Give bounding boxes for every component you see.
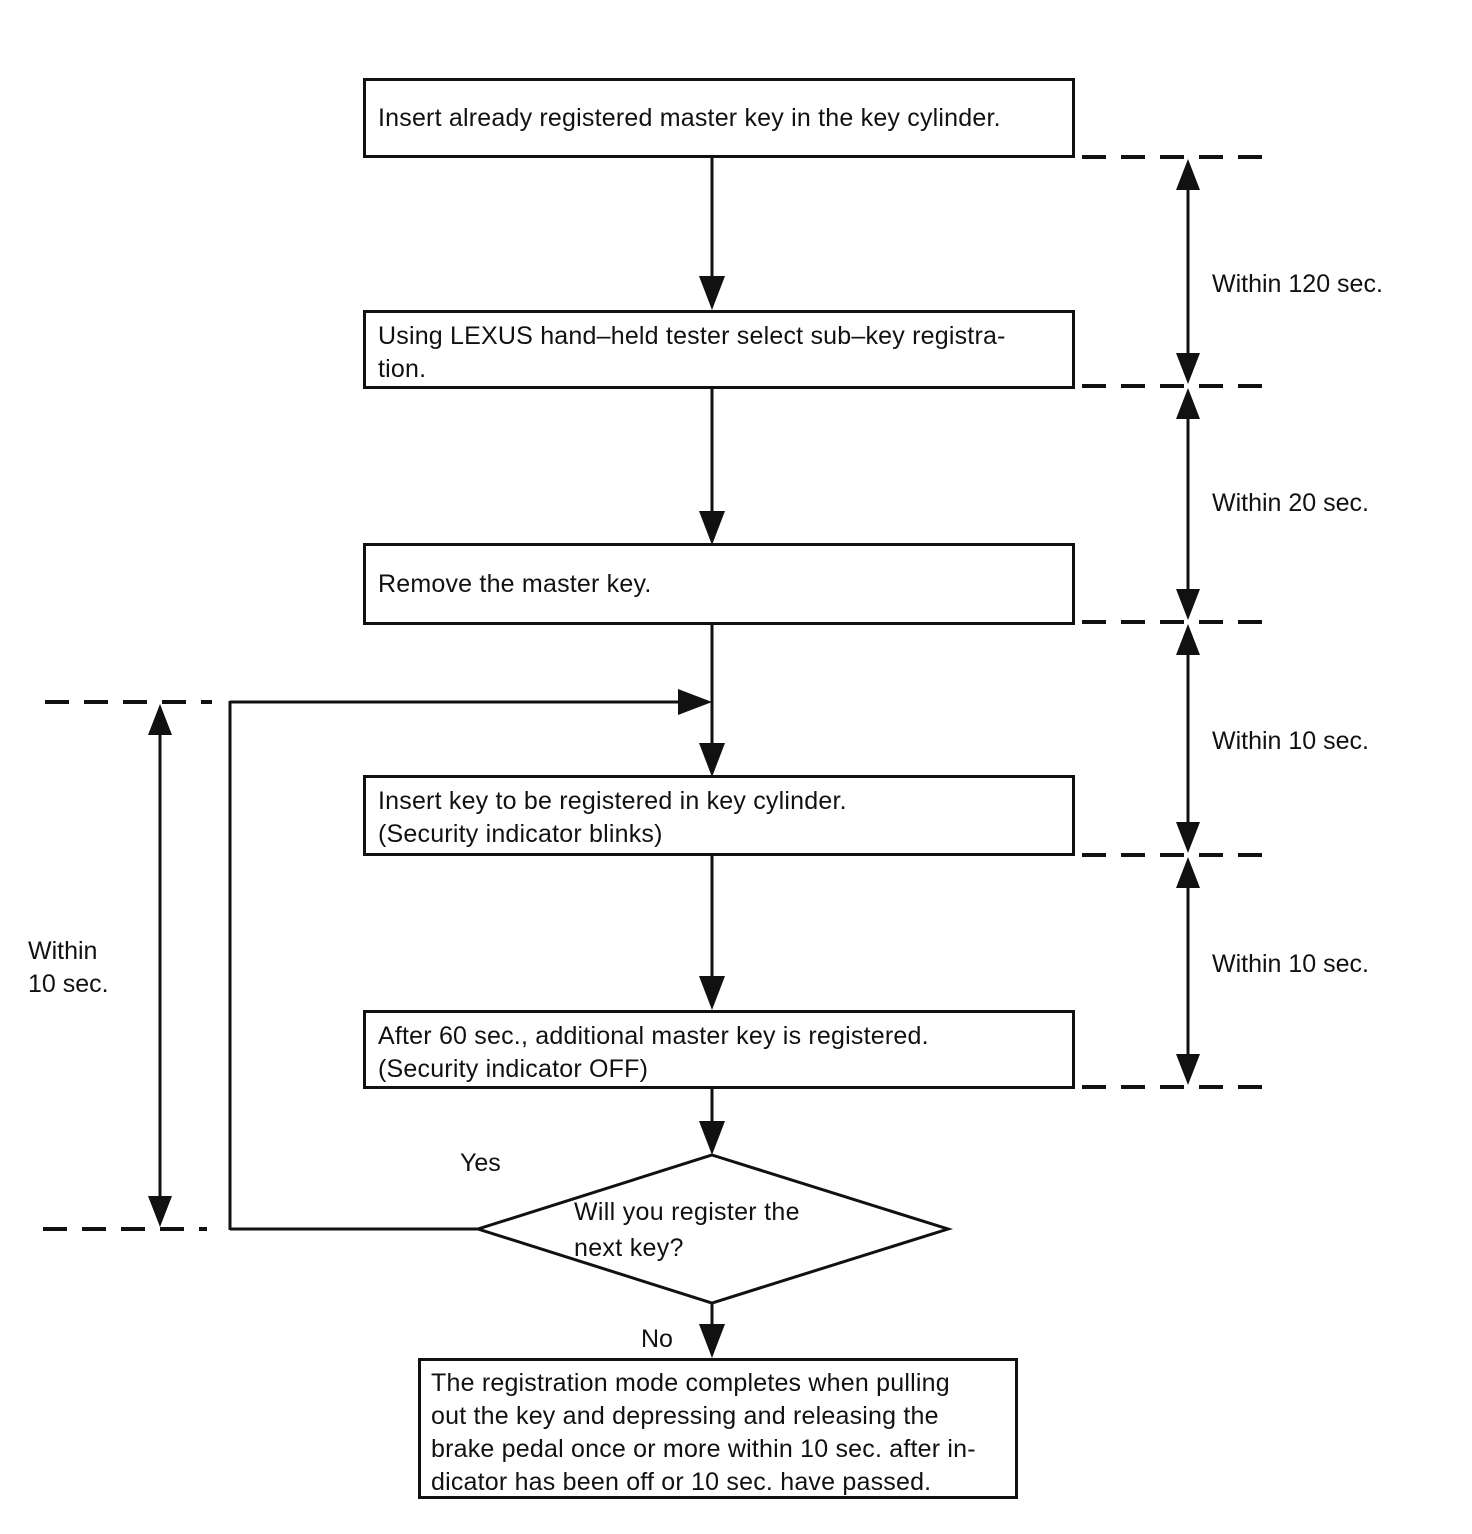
arrowhead-down-icon	[699, 1121, 725, 1155]
decision-diamond	[473, 1153, 954, 1305]
left-timing-rail	[43, 700, 212, 1231]
step-box-select-registration: Using LEXUS hand–held tester select sub–…	[363, 310, 1075, 389]
arrowhead-down-icon	[1176, 589, 1200, 620]
timing-label-10sec-a: Within 10 sec.	[1212, 727, 1370, 755]
arrowhead-down-icon	[1176, 822, 1200, 853]
yes-feedback-loop	[228, 689, 712, 1231]
step-box-insert-master-key: Insert already registered master key in …	[363, 78, 1075, 158]
interval-arrow-10sec-b	[1176, 857, 1200, 1085]
arrowhead-down-icon	[148, 1196, 172, 1227]
arrowhead-up-icon	[1176, 159, 1200, 190]
step-box-remove-master-key: Remove the master key.	[363, 543, 1075, 625]
arrowhead-down-icon	[1176, 353, 1200, 384]
arrowhead-down-icon	[699, 511, 725, 545]
interval-arrow-20sec	[1176, 388, 1200, 620]
timing-label-120sec: Within 120 sec.	[1212, 270, 1383, 298]
arrowhead-up-icon	[1176, 388, 1200, 419]
step-box-insert-new-key: Insert key to be registered in key cylin…	[363, 775, 1075, 856]
interval-arrow-120sec	[1176, 159, 1200, 384]
arrowhead-down-icon	[699, 276, 725, 310]
timing-label-10sec-b: Within 10 sec.	[1212, 950, 1370, 978]
arrowhead-down-icon	[699, 743, 725, 777]
no-branch-label: No	[641, 1325, 673, 1353]
interval-arrow-left-10sec	[148, 704, 172, 1227]
completion-box: The registration mode completes when pul…	[418, 1358, 1018, 1499]
arrowhead-down-icon	[1176, 1054, 1200, 1085]
main-flow-arrows	[699, 157, 725, 1358]
arrowhead-right-icon	[678, 689, 712, 715]
right-timing-rail	[1082, 155, 1262, 1089]
interval-arrow-10sec-a	[1176, 624, 1200, 853]
arrowhead-down-icon	[699, 1324, 725, 1358]
arrowhead-up-icon	[148, 704, 172, 735]
step-box-key-registered: After 60 sec., additional master key is …	[363, 1010, 1075, 1089]
arrowhead-up-icon	[1176, 624, 1200, 655]
arrowhead-up-icon	[1176, 857, 1200, 888]
timing-label-20sec: Within 20 sec.	[1212, 489, 1370, 517]
yes-branch-label: Yes	[460, 1149, 501, 1177]
arrowhead-down-icon	[699, 976, 725, 1010]
